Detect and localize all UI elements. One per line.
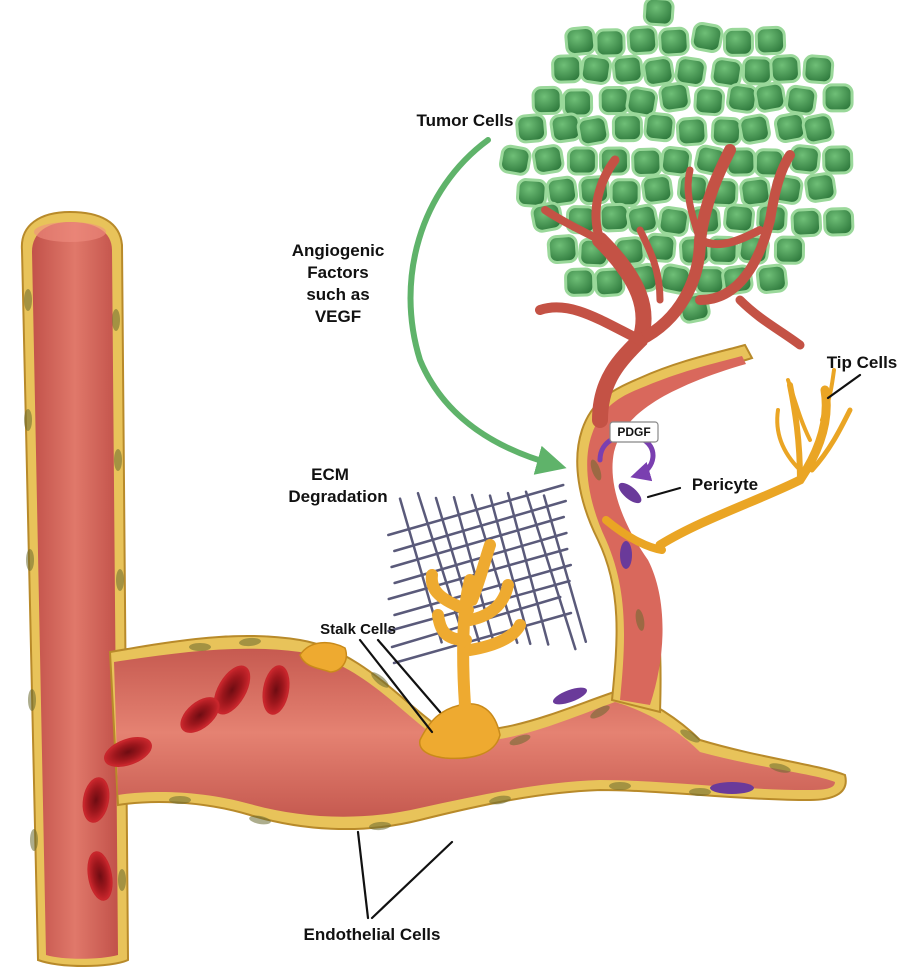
tumor-cell — [613, 115, 641, 141]
tumor-cell — [552, 56, 581, 83]
pericyte-label: Pericyte — [692, 475, 758, 494]
tumor-cell — [792, 209, 821, 236]
tumor-cell — [600, 87, 628, 113]
tumor-cell — [612, 55, 642, 84]
tumor-cell — [743, 58, 772, 85]
tumor-cell — [600, 204, 629, 231]
tumor-cell — [565, 269, 594, 296]
tumor-cells-label: Tumor Cells — [417, 111, 514, 130]
tumor-cell — [642, 175, 673, 204]
endothelial-nucleus — [609, 782, 631, 790]
tumor-cell — [824, 208, 853, 235]
tumor-cell — [563, 90, 591, 117]
tumor-cell — [548, 235, 578, 263]
endothelial-nucleus — [689, 788, 711, 796]
angiogenic-label-line3: such as — [306, 285, 369, 304]
tumor-cell — [774, 112, 806, 143]
tumor-cell — [568, 148, 596, 174]
tumor-cell — [659, 82, 690, 112]
angiogenic-label-line4: VEGF — [315, 307, 361, 326]
endothelial-nucleus — [114, 449, 122, 471]
tumor-cell — [724, 204, 754, 233]
tumor-cell-mass — [499, 0, 853, 324]
endothelial-cells-label: Endothelial Cells — [304, 925, 441, 944]
tumor-cell — [757, 264, 788, 293]
endothelial-nucleus — [169, 796, 191, 804]
tumor-cell — [546, 176, 577, 206]
tumor-cell — [802, 113, 835, 144]
tumor-cell — [824, 85, 852, 111]
tumor-cell — [517, 179, 547, 207]
endothelial-nucleus — [189, 643, 211, 651]
tumor-cell — [516, 114, 546, 142]
tumor-cell — [756, 27, 785, 54]
tumor-cell — [805, 173, 836, 203]
endothelial-nucleus — [116, 569, 124, 591]
tumor-cell — [532, 144, 564, 174]
tumor-cell — [580, 55, 611, 85]
tumor-cell — [712, 118, 741, 146]
tumor-cell — [565, 27, 595, 55]
tip-cells-label: Tip Cells — [827, 353, 898, 372]
tumor-cell — [694, 87, 724, 115]
tumor-cell — [632, 149, 661, 176]
tumor-cell — [644, 0, 674, 26]
tumor-cell — [775, 237, 803, 263]
tumor-cell — [770, 55, 800, 83]
tumor-cell — [740, 177, 771, 207]
ecm-fiber — [508, 493, 548, 644]
endothelial-leader-1 — [358, 832, 368, 918]
endothelial-nucleus — [24, 409, 32, 431]
tumor-cell — [739, 114, 771, 145]
tumor-cell — [727, 84, 758, 114]
tumor-cell — [628, 26, 658, 54]
ecm-label-line1: ECM — [311, 465, 349, 484]
endothelial-nucleus — [24, 289, 32, 311]
tumor-cell — [823, 147, 852, 174]
endothelial-nucleus — [118, 869, 126, 891]
ecm-label-line2: Degradation — [288, 487, 387, 506]
endothelial-nucleus — [28, 689, 36, 711]
tumor-cell — [754, 82, 786, 112]
pdgf-label: PDGF — [617, 425, 650, 439]
tumor-cell — [790, 145, 821, 174]
endothelial-nucleus — [26, 549, 34, 571]
angiogenic-label-line1: Angiogenic — [292, 241, 385, 260]
tumor-cell — [691, 22, 723, 53]
tumor-cell — [711, 58, 743, 88]
tumor-cell — [785, 85, 816, 115]
angiogenic-label-line2: Factors — [307, 263, 368, 282]
tumor-cell — [644, 113, 675, 142]
endothelial-leader-2 — [372, 842, 452, 918]
endothelial-nucleus — [112, 309, 120, 331]
tumor-cell — [533, 87, 562, 114]
tumor-cell — [550, 113, 581, 143]
tumor-cell — [658, 206, 690, 236]
tumor-cell — [596, 30, 625, 57]
tumor-cell — [611, 180, 639, 206]
tumor-cell — [659, 28, 689, 56]
tumor-cell — [677, 118, 707, 146]
pericyte-leader — [648, 488, 680, 497]
tumor-cell — [724, 29, 752, 55]
tumor-cell — [499, 145, 531, 175]
tumor-cell — [643, 56, 675, 86]
tumor-cell — [803, 55, 833, 83]
main-vertical-vessel — [22, 212, 128, 966]
endothelial-nucleus — [30, 829, 38, 851]
stalk-cells-label: Stalk Cells — [320, 621, 396, 638]
tumor-cell — [577, 116, 609, 146]
